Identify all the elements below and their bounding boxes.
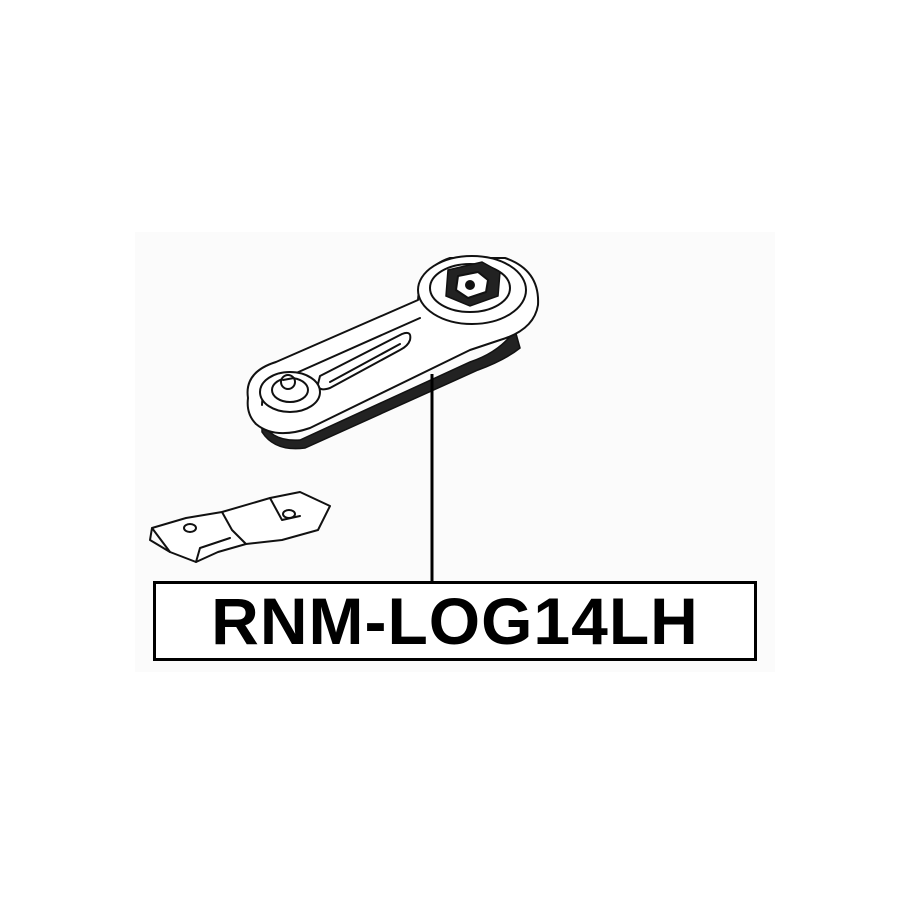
- part-number-label: RNM-LOG14LH: [153, 581, 757, 661]
- part-number-text: RNM-LOG14LH: [211, 584, 699, 658]
- mounting-bracket-icon: [149, 491, 331, 563]
- engine-mount-arm-icon: [246, 255, 540, 450]
